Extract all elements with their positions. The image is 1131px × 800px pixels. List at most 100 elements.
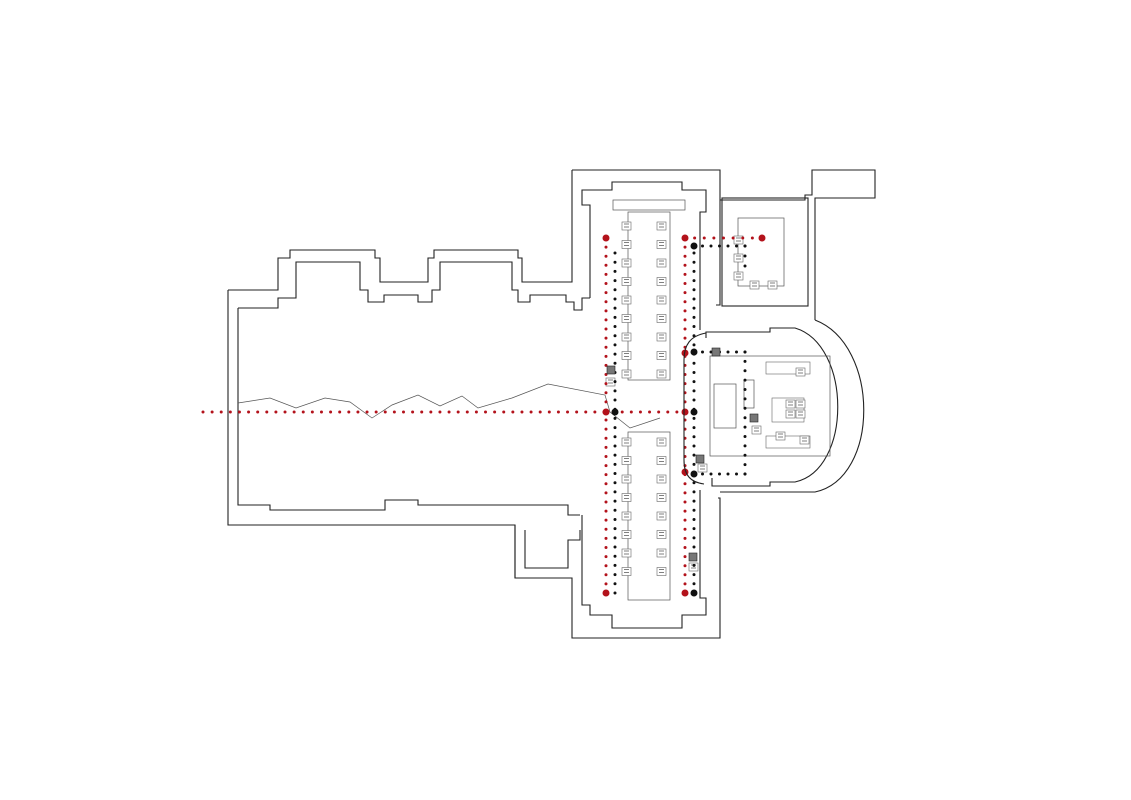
chair [621,567,632,576]
route-dot [648,410,652,414]
route-dot [613,517,617,521]
route-dot [726,472,730,476]
route-dot [556,410,560,414]
route-dot [613,306,617,310]
route-node [681,589,689,597]
route-dot [692,398,696,402]
north-gallery-line [612,199,686,211]
marker [749,413,759,423]
route-dot [692,269,696,273]
route-dot [657,410,661,414]
route-dot [692,343,696,347]
route-dot [613,435,617,439]
route-dot [743,369,747,373]
lounge-counter [743,379,755,409]
route-dot [702,236,706,240]
annex-wall [514,525,581,578]
route-dot [692,573,696,577]
route-dot [604,500,608,504]
route-dot [429,410,433,414]
chair [767,280,778,290]
route-dot [701,472,704,476]
route-dot [683,582,687,586]
route-dot [683,336,687,340]
route-dot [283,410,287,414]
route-dot [613,545,617,549]
route-dot [613,389,617,393]
route-dot [575,410,579,414]
route-dot [683,254,687,258]
route-node [681,408,689,416]
chair [621,530,632,539]
hall-outer-wall [572,169,876,320]
route-dot [613,453,617,457]
route-dot [319,410,323,414]
route-dot [613,426,617,430]
route-dot [613,380,617,384]
route-dot [420,410,424,414]
route-dot [709,244,713,248]
route-dot [692,527,696,531]
route-dot [743,350,747,354]
route-dot [692,499,696,503]
route-dot [683,282,687,286]
route-dot [604,309,608,313]
route-dot [683,263,687,267]
route-dot [613,563,617,567]
route-dot [683,564,687,568]
route-dot [692,536,696,540]
route-dot [604,245,608,249]
route-dot [201,410,205,414]
route-dot [604,454,608,458]
route-dot [743,416,747,420]
route-dot [447,410,451,414]
chair [656,221,667,231]
route-dot [613,472,617,476]
route-dot [613,462,617,466]
route-dot [356,410,360,414]
route-dot [604,263,608,267]
route-dot [726,244,730,248]
route-node [690,589,698,597]
route-dot [566,410,570,414]
route-dot [743,444,747,448]
route-dot [675,410,679,414]
meeting-room [721,197,809,307]
route-dot [604,345,608,349]
chair [795,367,806,377]
chair [795,409,806,419]
route-dot [683,327,687,331]
route-dot [692,297,696,301]
route-dot [692,462,696,466]
route-dot [604,564,608,568]
route-dot [604,300,608,304]
route-dot [692,453,696,457]
route-dot [210,410,214,414]
route-node [690,242,698,250]
chair [621,437,632,447]
route-dot [604,573,608,577]
route-dot [604,391,608,395]
route-dot [683,518,687,522]
route-dot [731,236,735,240]
route-dot [666,410,670,414]
chair [749,280,760,290]
route-dot [292,410,296,414]
chair [656,314,667,323]
route-dot [529,410,533,414]
route-dot [743,406,747,410]
chair [621,240,632,249]
route-dot [484,410,488,414]
chair [656,295,667,305]
route-dot [743,244,747,248]
route-dot [604,445,608,449]
chair [795,399,806,409]
chair [656,258,667,268]
route-dot [722,236,725,240]
chair [733,235,744,245]
chair [656,567,667,576]
route-dot [604,418,608,422]
route-dot [743,463,747,467]
route-dot [726,350,730,354]
route-dot [692,582,696,586]
